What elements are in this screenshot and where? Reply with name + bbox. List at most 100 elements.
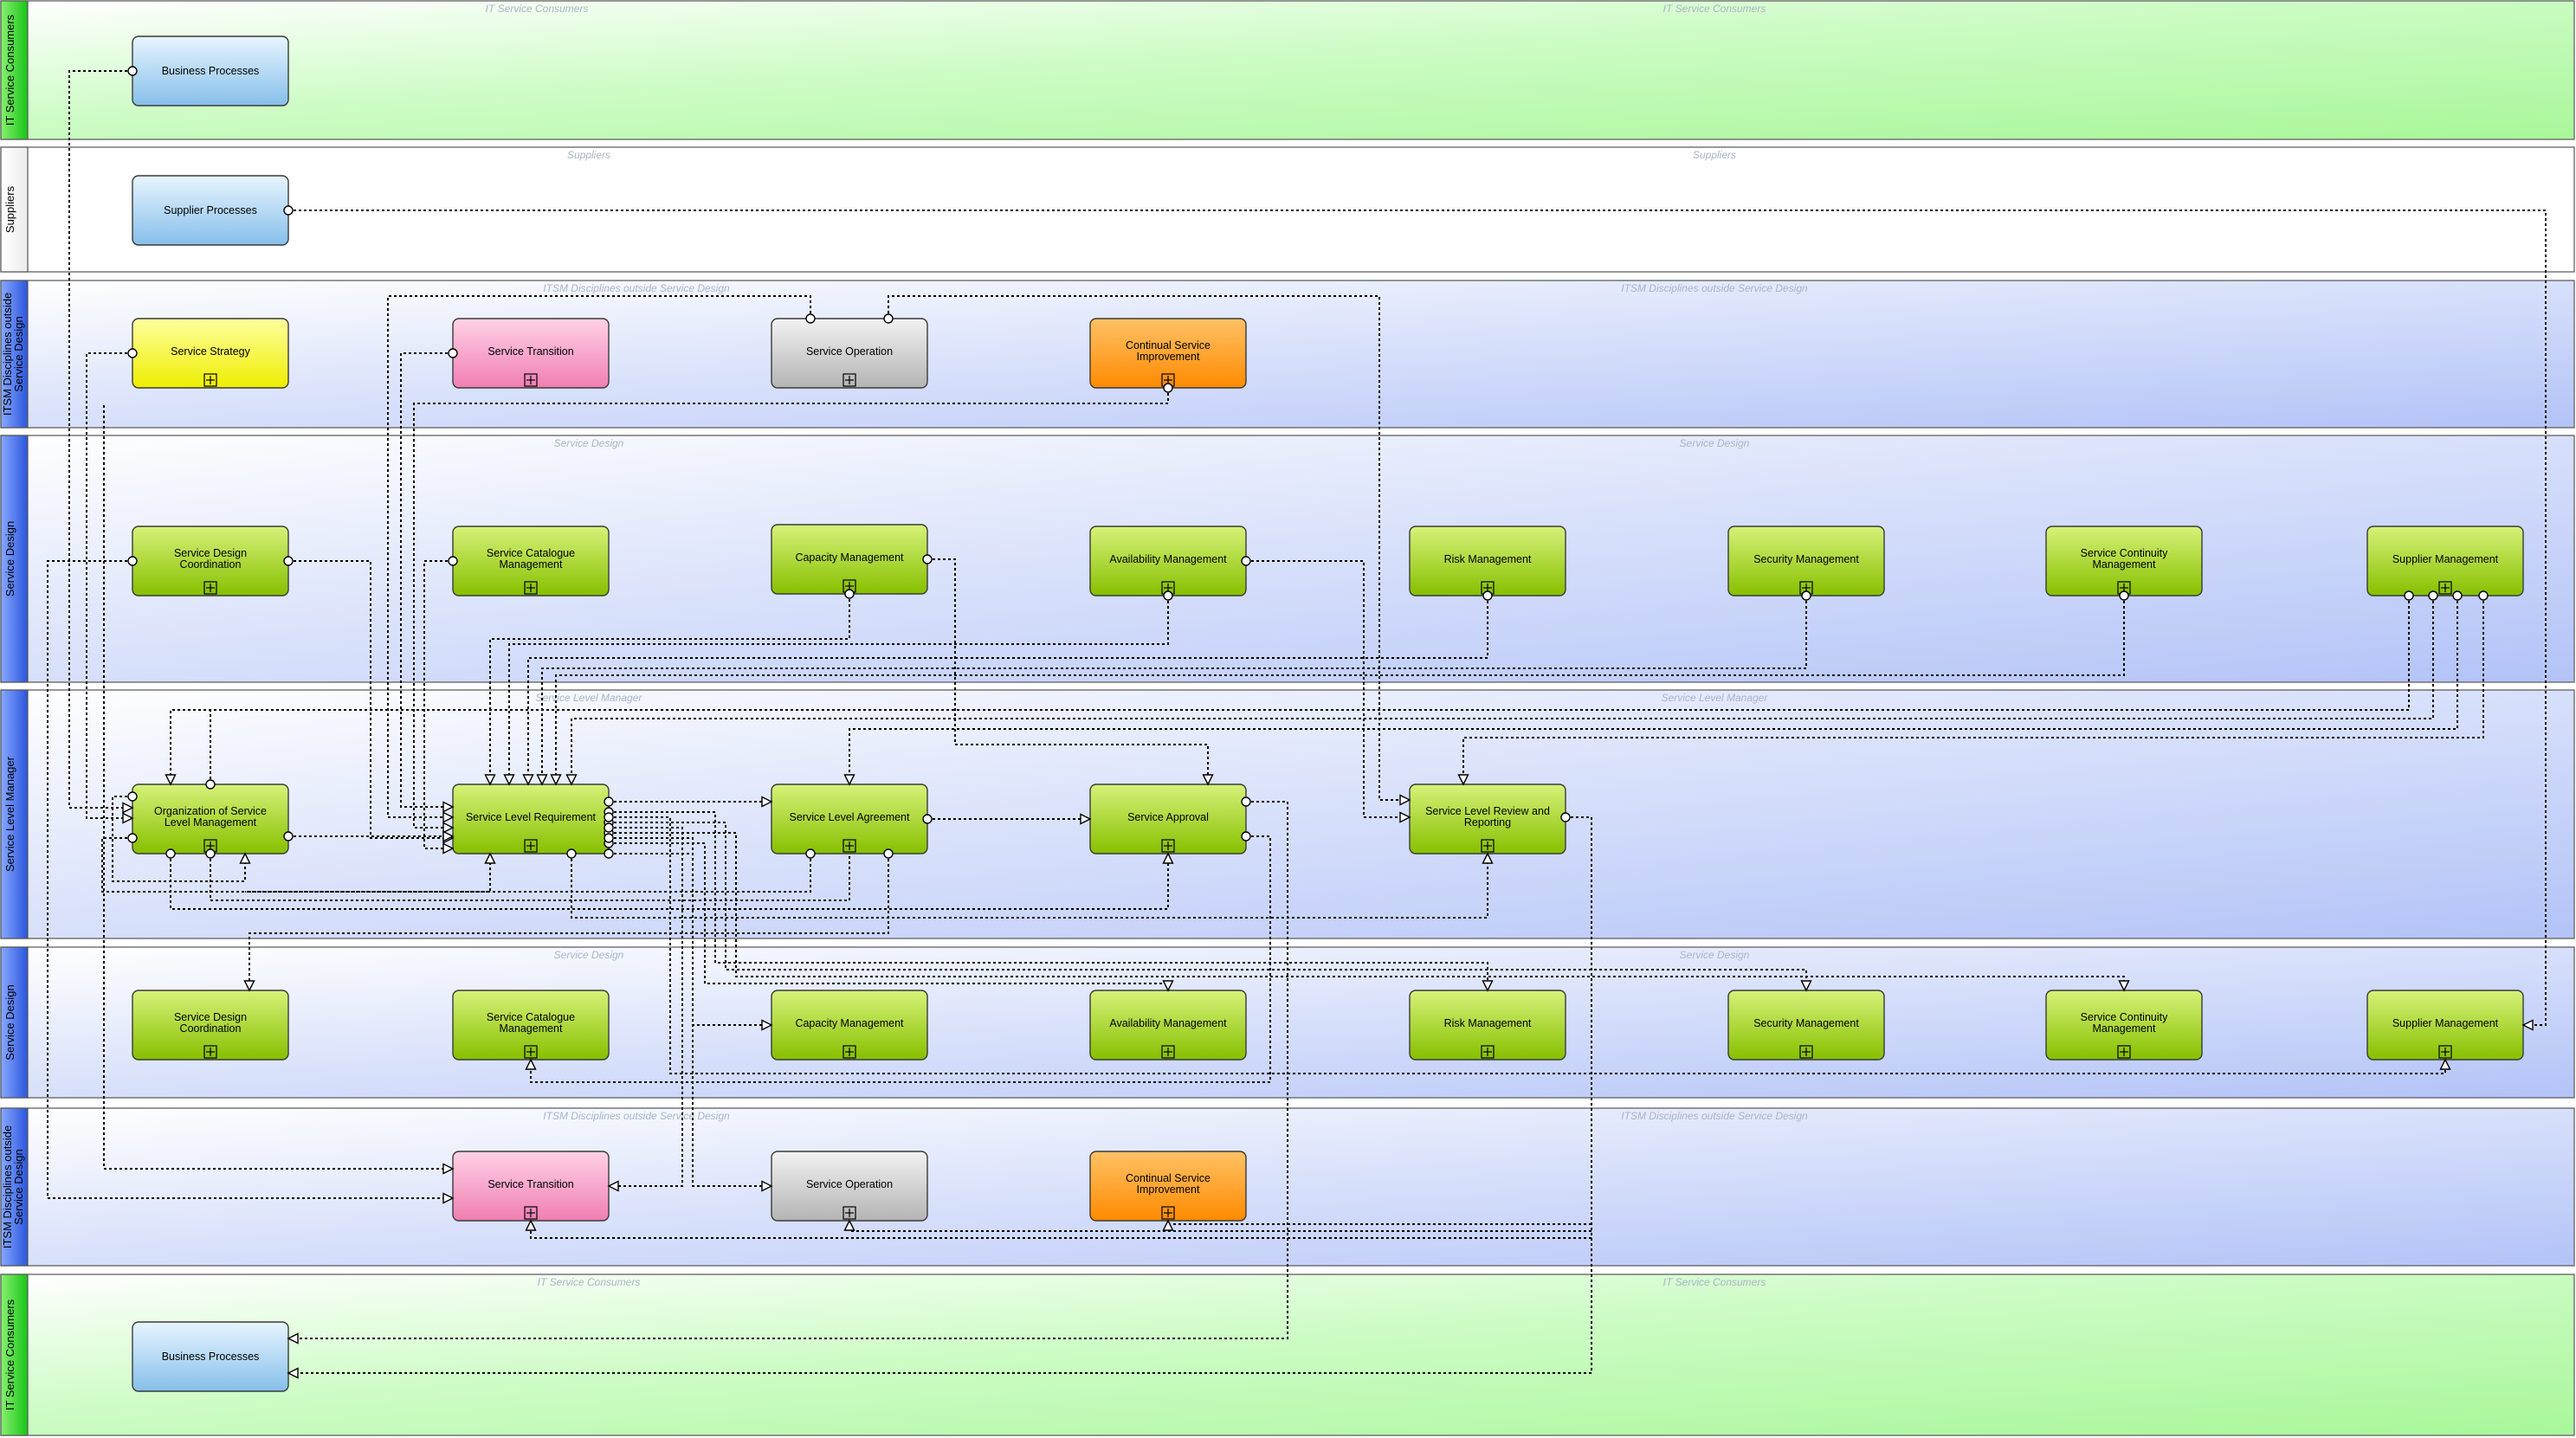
flow-connector [103, 405, 453, 1170]
process-supm-top[interactable]: Supplier Management [2366, 526, 2524, 596]
arrowhead-icon [287, 1332, 299, 1344]
arrowhead-icon [243, 980, 255, 992]
expand-subprocess-icon[interactable] [1161, 839, 1175, 853]
lane-watermark: ITSM Disciplines outside Service Design [1621, 1110, 1808, 1122]
expand-subprocess-icon[interactable] [524, 373, 538, 387]
lane-watermark: Suppliers [567, 149, 610, 161]
process-transition-bot[interactable]: Service Transition [452, 1151, 610, 1222]
lane-watermark: Service Level Manager [1662, 692, 1769, 704]
flow-connector [210, 854, 850, 901]
process-operation-top[interactable]: Service Operation [771, 318, 928, 389]
arrowhead-icon [525, 1219, 537, 1231]
process-box[interactable] [132, 1321, 289, 1392]
expand-subprocess-icon[interactable] [1481, 1045, 1495, 1059]
process-bp-bot[interactable]: Business Processes [132, 1321, 289, 1392]
process-operation-bot[interactable]: Service Operation [771, 1151, 928, 1222]
expand-subprocess-icon[interactable] [843, 1045, 856, 1059]
lane-header [0, 146, 29, 273]
process-sec-top[interactable]: Security Management [1727, 526, 1885, 596]
expand-subprocess-icon[interactable] [2117, 1045, 2131, 1059]
flow-connector [541, 596, 1807, 784]
process-label: Service Transition [487, 345, 573, 358]
arrowhead-icon [239, 852, 251, 864]
expand-subprocess-icon[interactable] [203, 1045, 217, 1059]
process-sp[interactable]: Supplier Processes [132, 175, 289, 246]
arrowhead-icon [503, 774, 515, 786]
process-risk-top[interactable]: Risk Management [1409, 526, 1566, 596]
arrowhead-icon [1399, 794, 1411, 806]
process-slr[interactable]: Service Level Requirement [452, 783, 610, 854]
expand-subprocess-icon[interactable] [524, 1045, 538, 1059]
arrowhead-icon [287, 1367, 299, 1379]
expand-subprocess-icon[interactable] [1799, 1045, 1813, 1059]
arrowhead-icon [2521, 1019, 2534, 1031]
process-cap-top[interactable]: Capacity Management [771, 524, 928, 595]
connector-port [205, 779, 216, 790]
connector-port [283, 556, 294, 566]
expand-subprocess-icon[interactable] [1161, 1206, 1175, 1220]
arrowhead-icon [165, 774, 177, 786]
process-label: Service Level Requirement [466, 811, 597, 823]
arrowhead-icon [442, 801, 455, 813]
process-box[interactable] [2366, 526, 2524, 596]
arrowhead-icon [484, 774, 496, 786]
expand-subprocess-icon[interactable] [1161, 1045, 1175, 1059]
expand-subprocess-icon[interactable] [203, 373, 217, 387]
process-sec-bot[interactable]: Security Management [1727, 990, 1885, 1061]
connector-port [844, 589, 855, 599]
expand-subprocess-icon[interactable] [203, 581, 217, 595]
expand-subprocess-icon[interactable] [843, 373, 856, 387]
connector-port [1163, 590, 1173, 601]
lane-header [0, 435, 29, 683]
process-transition-top[interactable]: Service Transition [452, 318, 610, 389]
expand-subprocess-icon[interactable] [2438, 1045, 2452, 1059]
process-label: Business Processes [162, 1351, 260, 1363]
expand-subprocess-icon[interactable] [1481, 839, 1495, 853]
process-avail-bot[interactable]: Availability Management [1089, 990, 1247, 1061]
process-strategy[interactable]: Service Strategy [132, 318, 289, 389]
expand-subprocess-icon[interactable] [524, 581, 538, 595]
process-label: Supplier Management [2392, 553, 2499, 565]
expand-subprocess-icon[interactable] [843, 839, 856, 853]
flow-connector [609, 827, 683, 1187]
expand-subprocess-icon[interactable] [843, 1206, 856, 1220]
connector-port [604, 796, 614, 807]
connector-port [448, 556, 458, 566]
connector-port [566, 848, 577, 859]
flow-connector [101, 837, 491, 893]
process-approval[interactable]: Service Approval [1089, 783, 1247, 854]
flow-connector [68, 70, 132, 809]
process-box[interactable] [132, 990, 289, 1061]
process-bp-top[interactable]: Business Processes [132, 35, 289, 106]
connector-port [1163, 383, 1173, 393]
process-risk-bot[interactable]: Risk Management [1409, 990, 1566, 1061]
arrowhead-icon [442, 830, 455, 842]
process-label: Availability Management [1109, 553, 1227, 565]
process-supm-bot[interactable]: Supplier Management [2366, 990, 2524, 1061]
process-avail-top[interactable]: Availability Management [1089, 526, 1247, 596]
arrowhead-icon [761, 1180, 773, 1192]
process-sla[interactable]: Service Level Agreement [771, 783, 928, 854]
expand-subprocess-icon[interactable] [524, 1206, 538, 1220]
lane-title: IT Service Consumers [3, 1299, 16, 1410]
expand-subprocess-icon[interactable] [2438, 581, 2452, 595]
expand-subprocess-icon[interactable] [524, 839, 538, 853]
connector-port [2404, 590, 2414, 601]
process-cap-bot[interactable]: Capacity Management [771, 990, 928, 1061]
process-box[interactable] [771, 318, 928, 389]
connector-port [604, 848, 614, 859]
